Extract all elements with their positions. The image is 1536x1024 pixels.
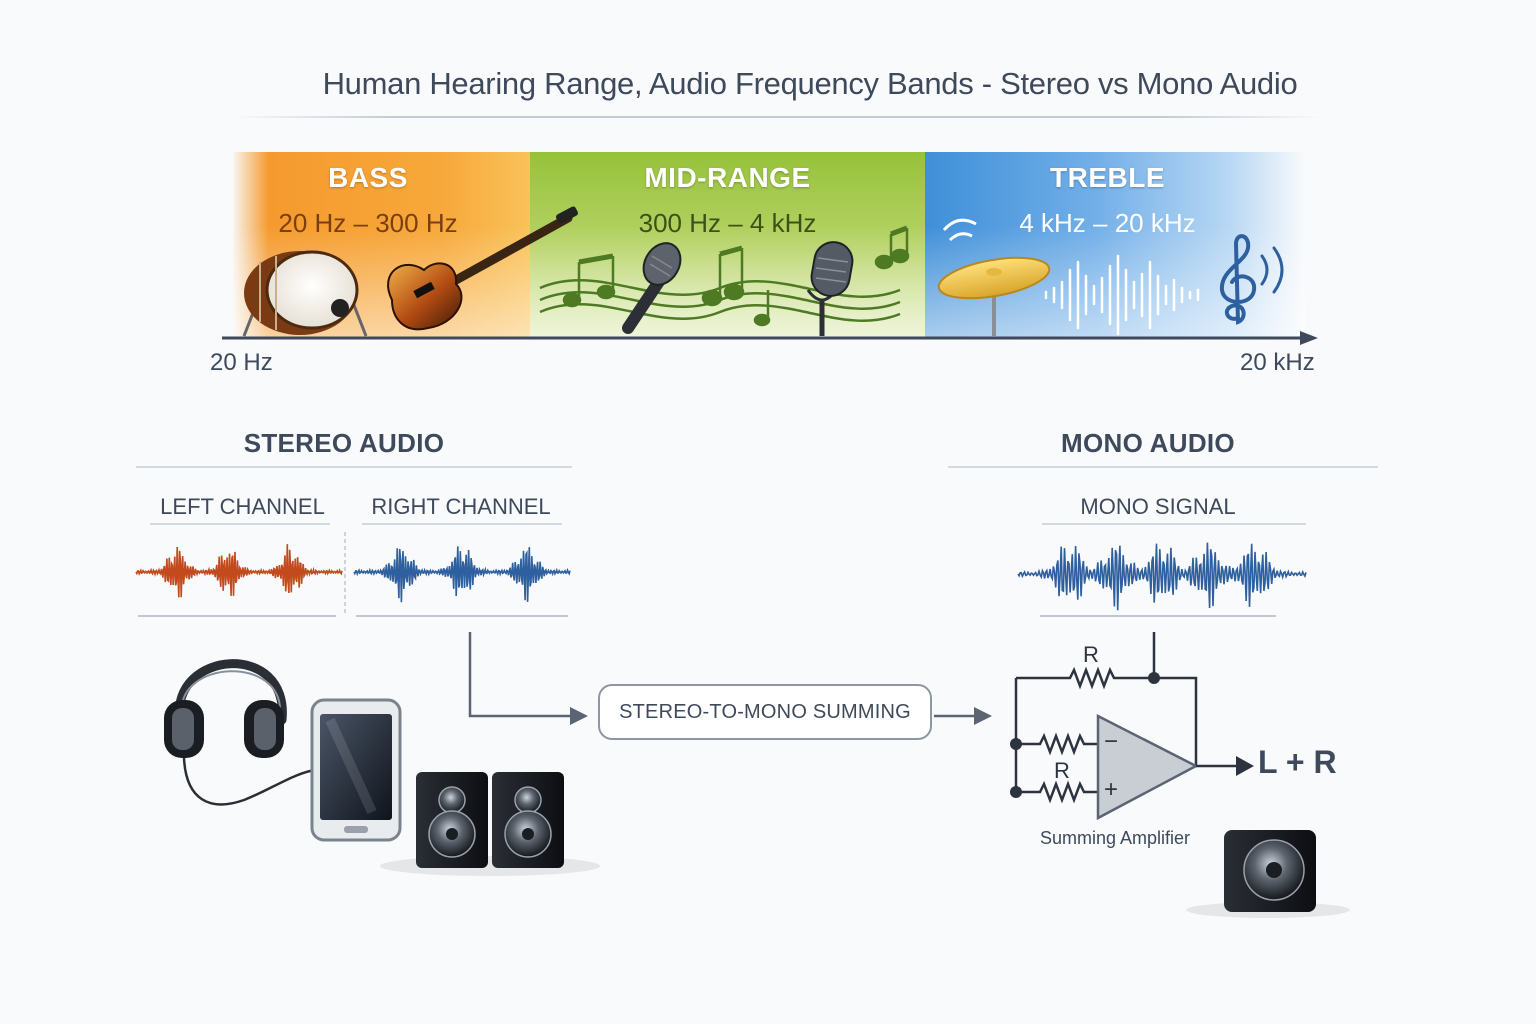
mono-signal-waveform	[1017, 542, 1307, 611]
right-channel-waveform	[353, 546, 571, 603]
cymbal-icon	[937, 218, 1051, 336]
waveform-trace	[135, 544, 343, 598]
mono-section-title: MONO AUDIO	[1061, 428, 1235, 458]
summing-amplifier-label: Summing Amplifier	[1040, 828, 1191, 848]
left-channel-waveform	[135, 544, 343, 598]
feedback-resistor-label: R	[1083, 642, 1099, 667]
waveform-trace	[1017, 542, 1307, 611]
treble-band-name: TREBLE	[1050, 162, 1165, 193]
right-channel-label: RIGHT CHANNEL	[371, 494, 551, 519]
inverting-input-label: −	[1104, 728, 1119, 755]
junction-dot	[1010, 786, 1022, 798]
smartphone-icon	[310, 698, 402, 842]
stereo-to-mono-summing-box: STEREO-TO-MONO SUMMING	[598, 684, 932, 740]
bass-band-range: 20 Hz – 300 Hz	[278, 208, 458, 238]
mid-range-band-name: MID-RANGE	[644, 162, 811, 193]
mono-signal-label: MONO SIGNAL	[1080, 494, 1236, 519]
bass-guitar-icon	[387, 206, 579, 331]
axis-end-label: 20 kHz	[1240, 349, 1315, 376]
bass-band-name: BASS	[328, 162, 408, 193]
stereo-to-summing-connector	[468, 632, 588, 725]
non-inverting-input-label: +	[1104, 776, 1119, 803]
music-notes-icon	[539, 225, 910, 327]
left-channel-label: LEFT CHANNEL	[160, 494, 325, 519]
frequency-axis	[222, 331, 1318, 345]
junction-dot	[1010, 738, 1022, 750]
axis-start-label: 20 Hz	[210, 349, 273, 376]
output-label: L + R	[1258, 744, 1337, 780]
mid-range-band-range: 300 Hz – 4 kHz	[638, 208, 817, 238]
input-resistor-label: R	[1054, 758, 1070, 783]
title-divider	[232, 116, 1322, 118]
page-title: Human Hearing Range, Audio Frequency Ban…	[322, 66, 1298, 101]
speaker-icon	[1186, 830, 1350, 918]
studio-microphone-icon	[806, 241, 854, 336]
headphones-icon	[164, 659, 317, 806]
output-arrow	[1236, 756, 1254, 776]
bass-drum-icon	[242, 250, 368, 337]
junction-dot	[1148, 672, 1160, 684]
stereo-section-title: STEREO AUDIO	[243, 428, 445, 458]
waveform-icon	[1044, 254, 1200, 336]
waveform-trace	[353, 546, 571, 603]
treble-band-range: 4 kHz – 20 kHz	[1019, 208, 1196, 238]
speaker-pair-icon	[380, 772, 600, 876]
microphone-icon	[622, 242, 682, 334]
treble-clef-icon	[1219, 234, 1284, 325]
summing-to-amp-connector	[934, 707, 992, 725]
summing-amplifier-circuit	[1014, 632, 1240, 821]
